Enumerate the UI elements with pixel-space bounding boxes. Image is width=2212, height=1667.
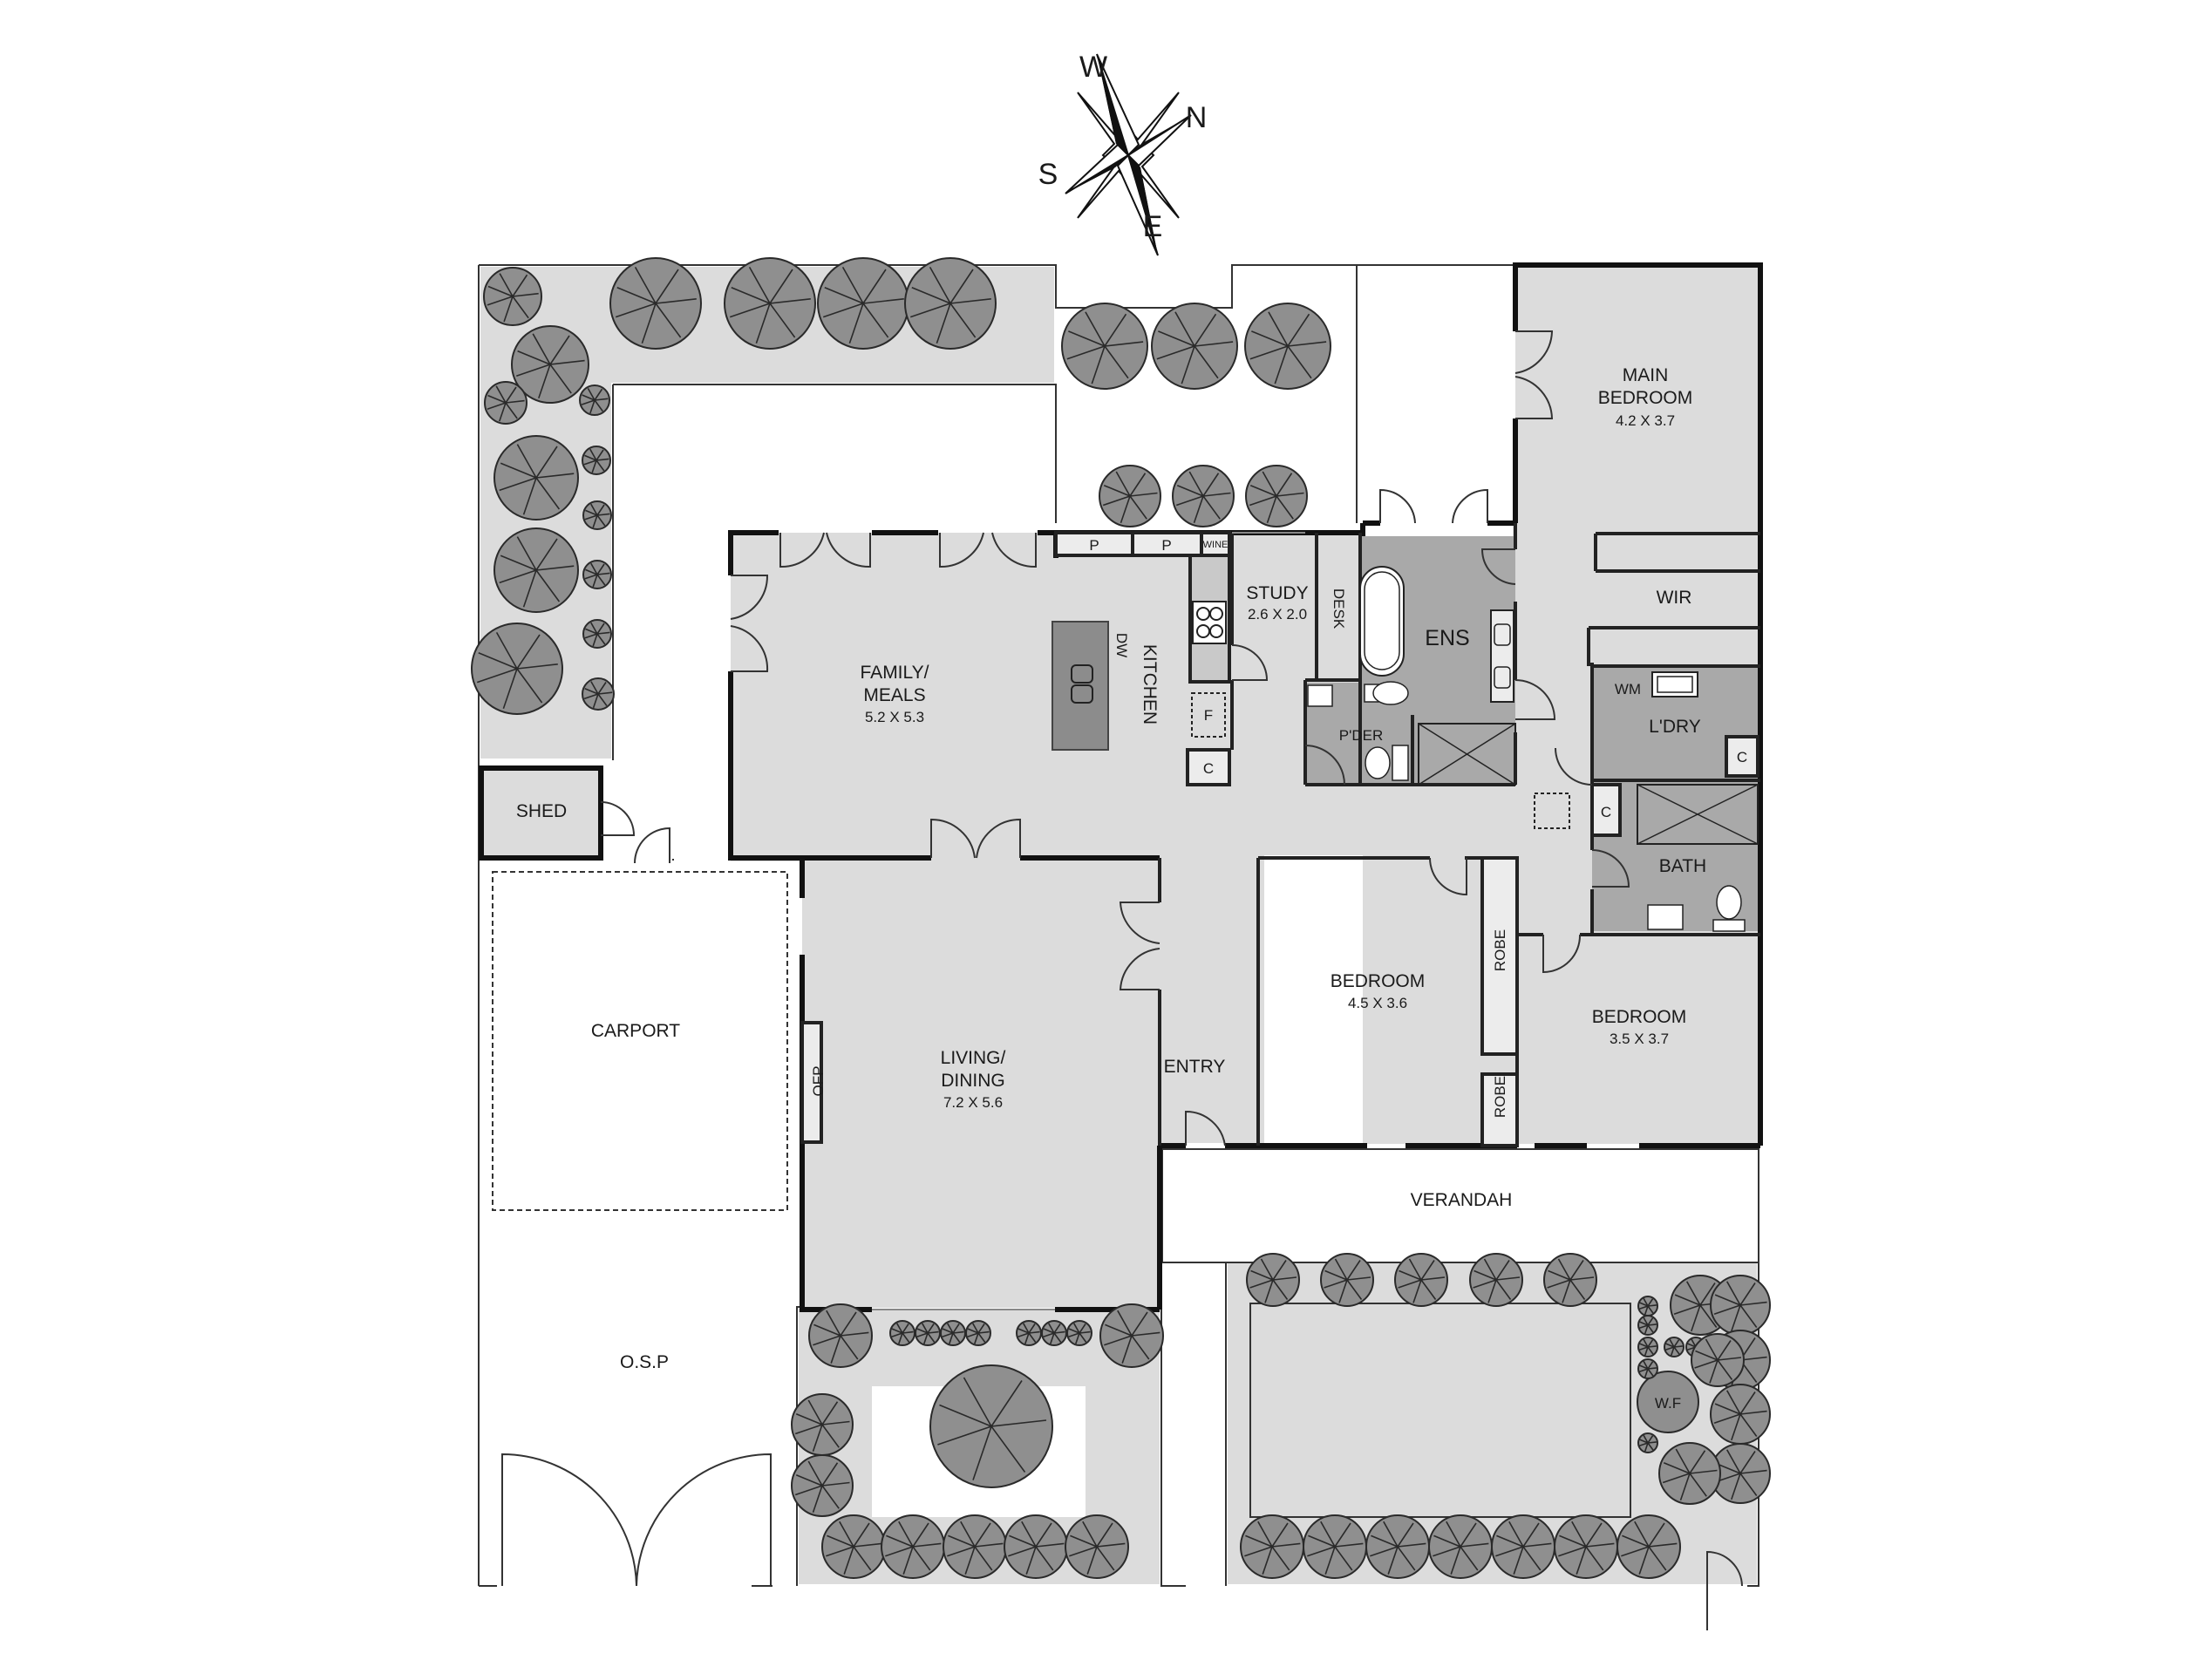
washing-machine-label: WM [1615,681,1641,697]
ensuite-vanity-icon [1490,609,1514,703]
kitchen-sink-icon [1071,664,1093,704]
house-floor [731,265,1760,1308]
pantry-2-label: P [1161,537,1171,554]
powder-room-label: P'DER [1339,727,1383,744]
bathtub-icon [1359,566,1405,677]
kitchen-label: KITCHEN [1140,644,1160,725]
fireplace-label: OFP [810,1066,827,1097]
shed [479,765,603,861]
bedroom-3-label: BEDROOM [1592,1007,1687,1027]
entry-label: ENTRY [1164,1057,1226,1077]
wine-label: WINE [1203,540,1229,550]
shed-door [600,801,636,836]
compass-north-label: N [1186,101,1208,134]
powder-toilet-icon [1365,745,1409,781]
compass-east-label: E [1143,210,1163,243]
main-bedroom-dims: 4.2 X 3.7 [1616,412,1675,429]
desk-label: DESK [1331,589,1347,629]
laundry-tub-icon [1651,671,1698,697]
bedroom-3-dims: 3.5 X 3.7 [1610,1031,1669,1047]
laundry-cupboard-label: C [1737,749,1747,765]
family-meals-label-2: MEALS [863,685,925,705]
wir-label: WIR [1657,588,1692,608]
dishwasher-label: DW [1113,633,1130,657]
living-dining-label-1: LIVING/ [941,1048,1006,1068]
carport-label: CARPORT [591,1021,680,1041]
water-feature-icon [1637,1371,1699,1433]
bedroom-3-robe-label: ROBE [1492,1076,1508,1118]
toilet-icon [1364,681,1409,705]
study-dims: 2.6 X 2.0 [1248,606,1307,623]
main-bedroom-label-2: BEDROOM [1598,388,1693,408]
living-dining-label-2: DINING [941,1071,1005,1091]
side-gate [634,827,670,864]
main-bedroom-label-1: MAIN [1623,365,1669,385]
osp-gates [501,1453,772,1587]
study-label: STUDY [1246,583,1308,603]
living-dining-dims: 7.2 X 5.6 [943,1094,1003,1111]
verandah-label: VERANDAH [1411,1190,1513,1210]
pantry-1-label: P [1089,537,1099,554]
bath-toilet-icon [1712,885,1746,932]
linen-cupboard-label: C [1601,804,1611,820]
powder-basin-icon [1307,684,1333,707]
bedroom-2-label: BEDROOM [1331,971,1426,991]
bath-label: BATH [1659,856,1706,876]
kitchen-cupboard-label: C [1203,760,1214,777]
bedroom-2-dims: 4.5 X 3.6 [1348,995,1407,1011]
bath-vanity-icon [1647,904,1684,930]
compass-rose-icon [1065,53,1192,256]
bedroom-2-robe-label: ROBE [1492,929,1508,971]
carport [492,871,788,1211]
family-meals-dims: 5.2 X 5.3 [865,709,924,725]
verandah [1161,1148,1759,1263]
compass-west-label: W [1079,51,1107,84]
fridge-label: F [1204,707,1213,724]
osp-label: O.S.P [620,1352,669,1372]
ensuite-label: ENS [1425,626,1469,650]
internal-walls [800,523,1760,1147]
family-meals-label-1: FAMILY/ [861,663,929,683]
shed-label: SHED [516,801,567,821]
doors [730,330,1743,1587]
compass-south-label: S [1038,158,1058,191]
laundry-label: L'DRY [1649,717,1701,737]
water-feature-label: W.F [1655,1395,1681,1412]
cooktop-icon [1192,601,1227,644]
